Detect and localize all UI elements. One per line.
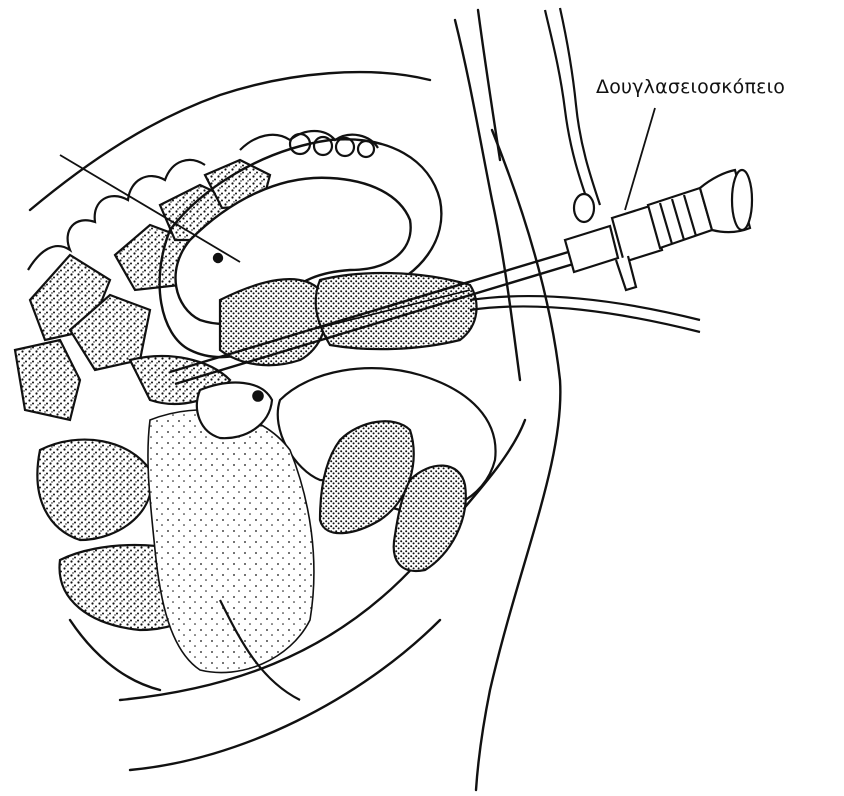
callout-pointer [625,108,655,210]
instrument-label: Δουγλασειοσκόπειο [596,76,785,98]
